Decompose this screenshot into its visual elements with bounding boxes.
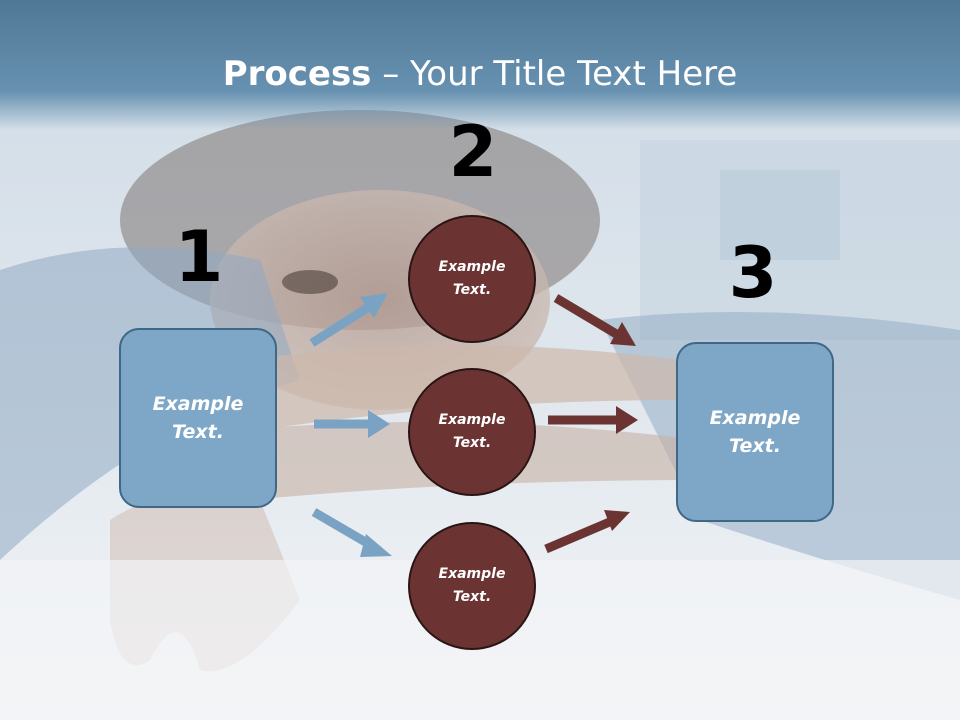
step-3-box: Example Text. (676, 342, 834, 522)
step-2-text-bottom: Example Text. (438, 566, 506, 605)
step-3-text: Example Text. (709, 407, 801, 457)
step-number-3: 3 (728, 232, 778, 314)
step-number-1: 1 (174, 216, 224, 298)
step-1-box: Example Text. (119, 328, 277, 508)
arrow-bottom-to-3 (544, 510, 630, 554)
title-bold: Process (222, 54, 372, 94)
arrow-1-to-bottom (311, 508, 392, 557)
step-number-2: 2 (448, 111, 498, 193)
step-2-circle-bottom: Example Text. (408, 522, 536, 650)
title-band (0, 0, 960, 130)
arrow-1-to-top (309, 293, 388, 347)
step-2-text-middle: Example Text. (438, 412, 506, 451)
arrow-1-to-middle (314, 410, 390, 438)
slide-title: Process – Your Title Text Here (0, 52, 960, 96)
arrow-middle-to-3 (548, 406, 638, 434)
step-2-circle-top: Example Text. (408, 215, 536, 343)
step-2-circle-middle: Example Text. (408, 368, 536, 496)
step-2-text-top: Example Text. (438, 259, 506, 298)
step-1-text: Example Text. (152, 393, 244, 443)
title-rest: – Your Title Text Here (371, 54, 738, 94)
arrow-top-to-3 (553, 294, 636, 346)
